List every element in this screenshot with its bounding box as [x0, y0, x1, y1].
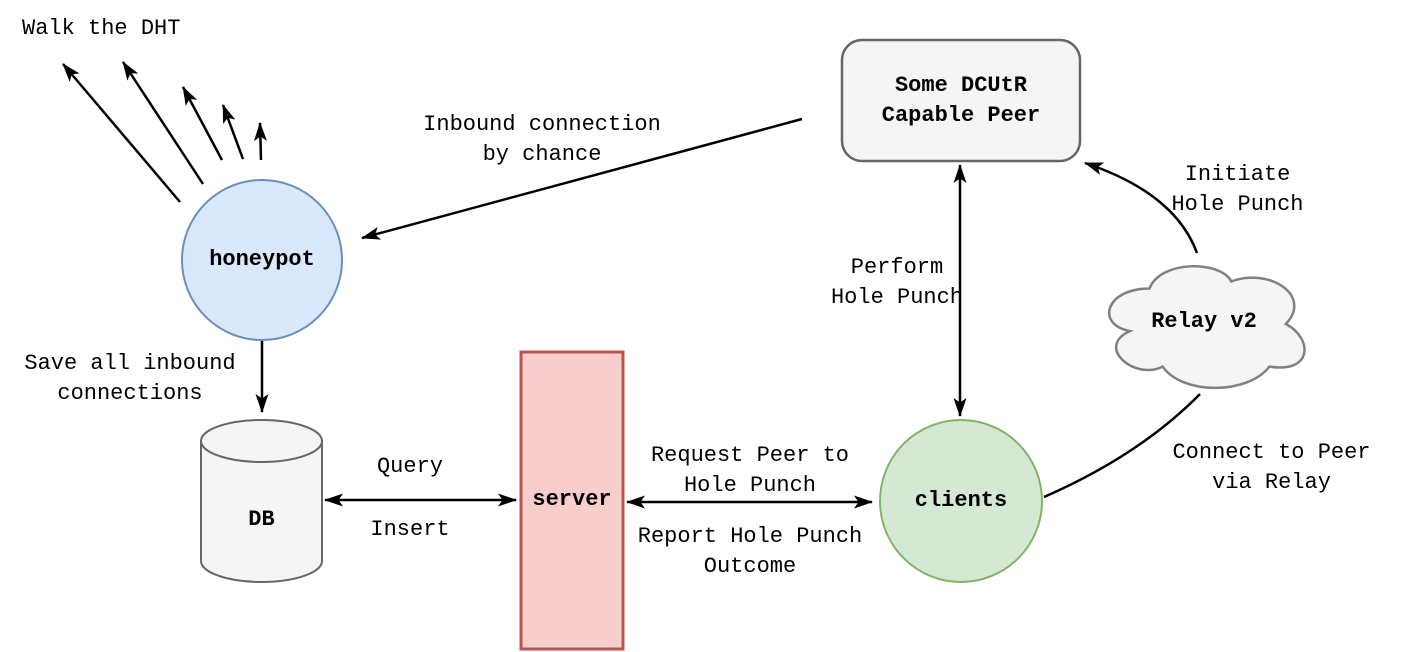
label-line: Perform: [850, 255, 944, 280]
edge-label-initiate-hole-punch: Initiate Hole Punch: [1135, 160, 1340, 220]
walk-dht-arrows: [62, 61, 267, 203]
label-line: Some DCUtR: [894, 73, 1028, 98]
dcutr-peer-label: Some DCUtR Capable Peer: [842, 71, 1080, 131]
server-label: server: [521, 485, 623, 515]
edge-label-query: Query: [330, 452, 490, 482]
edge-label-insert: Insert: [330, 515, 490, 545]
label-line: Walk the DHT: [22, 16, 181, 41]
edge-label-report-outcome: Report Hole Punch Outcome: [600, 522, 900, 582]
edge-label-perform-hole-punch: Perform Hole Punch: [787, 253, 1007, 313]
label-line: Hole Punch: [830, 285, 964, 310]
honeypot-node: [181, 179, 343, 341]
connect-via-relay-line: [1043, 393, 1201, 499]
label-line: Report Hole Punch: [637, 524, 863, 549]
clients-node: [879, 419, 1043, 583]
dcutr-peer-node: [840, 38, 1082, 163]
db-cylinder-top: [200, 419, 323, 463]
walk-dht-arrow-5: [253, 122, 267, 161]
initiate-hole-punch-arrow: [1084, 161, 1199, 254]
server-node: [519, 350, 625, 651]
clients-label: clients: [881, 486, 1041, 516]
label-line: honeypot: [209, 247, 315, 272]
db-label: DB: [201, 505, 322, 535]
walk-dht-arrow-2: [121, 61, 205, 185]
inbound-connection-arrow: [361, 117, 803, 240]
edge-label-inbound-connection: Inbound connection by chance: [392, 110, 692, 170]
honeypot-label: honeypot: [182, 245, 342, 275]
edge-label-save-inbound: Save all inbound connections: [10, 349, 250, 409]
label-line: Save all inbound: [24, 351, 236, 376]
label-line: clients: [914, 488, 1008, 513]
label-line: Capable Peer: [881, 103, 1041, 128]
label-line: Relay v2: [1151, 309, 1257, 334]
label-line: Insert: [370, 517, 450, 542]
label-line: Hole Punch: [1171, 192, 1304, 217]
walk-dht-arrow-3: [181, 86, 224, 161]
label-line: DB: [248, 507, 275, 532]
label-line: connections: [57, 381, 203, 406]
db-cylinder-body: [200, 441, 323, 583]
label-line: via Relay: [1212, 470, 1331, 495]
edge-label-walk-dht: Walk the DHT: [22, 14, 242, 44]
label-line: Connect to Peer: [1172, 440, 1371, 465]
label-line: by chance: [482, 142, 602, 167]
label-line: Hole Punch: [683, 473, 817, 498]
label-line: Initiate: [1184, 162, 1291, 187]
edge-label-request-hole-punch: Request Peer to Hole Punch: [600, 441, 900, 501]
edge-label-connect-via-relay: Connect to Peer via Relay: [1159, 438, 1384, 498]
label-line: Query: [376, 454, 443, 479]
relay-cloud-node: [1108, 264, 1306, 390]
label-line: Inbound connection: [423, 112, 661, 137]
walk-dht-arrow-4: [221, 104, 245, 160]
label-line: server: [532, 487, 612, 512]
relay-label: Relay v2: [1095, 307, 1313, 337]
label-line: Request Peer to: [650, 443, 850, 468]
label-line: Outcome: [703, 554, 797, 579]
walk-dht-arrow-1: [62, 63, 181, 203]
